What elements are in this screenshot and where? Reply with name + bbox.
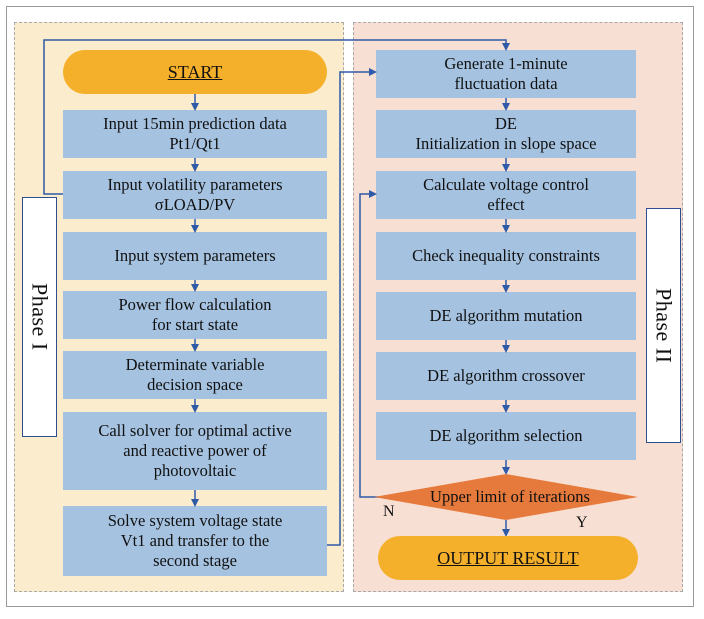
arrow-loop-back [359, 190, 381, 498]
phase2-step-4: Check inequality constraints [376, 232, 636, 280]
start-terminal: START [63, 50, 327, 94]
arrow-volatility-to-phase2 [43, 39, 510, 195]
phase1-label-text: Phase I [27, 283, 53, 351]
arrow-transfer-to-phase2 [327, 68, 377, 546]
yes-branch-label: Y [576, 514, 588, 531]
no-branch-label: N [383, 503, 395, 520]
output-label: OUTPUT RESULT [437, 547, 579, 568]
phase2-step-7: DE algorithm selection [376, 412, 636, 460]
phase1-label: Phase I [22, 197, 57, 437]
start-label: START [167, 61, 223, 82]
output-terminal: OUTPUT RESULT [378, 536, 638, 580]
phase2-label: Phase II [646, 208, 681, 443]
phase2-step-5: DE algorithm mutation [376, 292, 636, 340]
phase2-step-6: DE algorithm crossover [376, 352, 636, 400]
phase1-step-3: Input system parameters [63, 232, 327, 280]
phase2-label-text: Phase II [651, 287, 677, 364]
decision-label: Upper limit of iterations [430, 487, 590, 506]
decision-diamond [374, 474, 638, 520]
